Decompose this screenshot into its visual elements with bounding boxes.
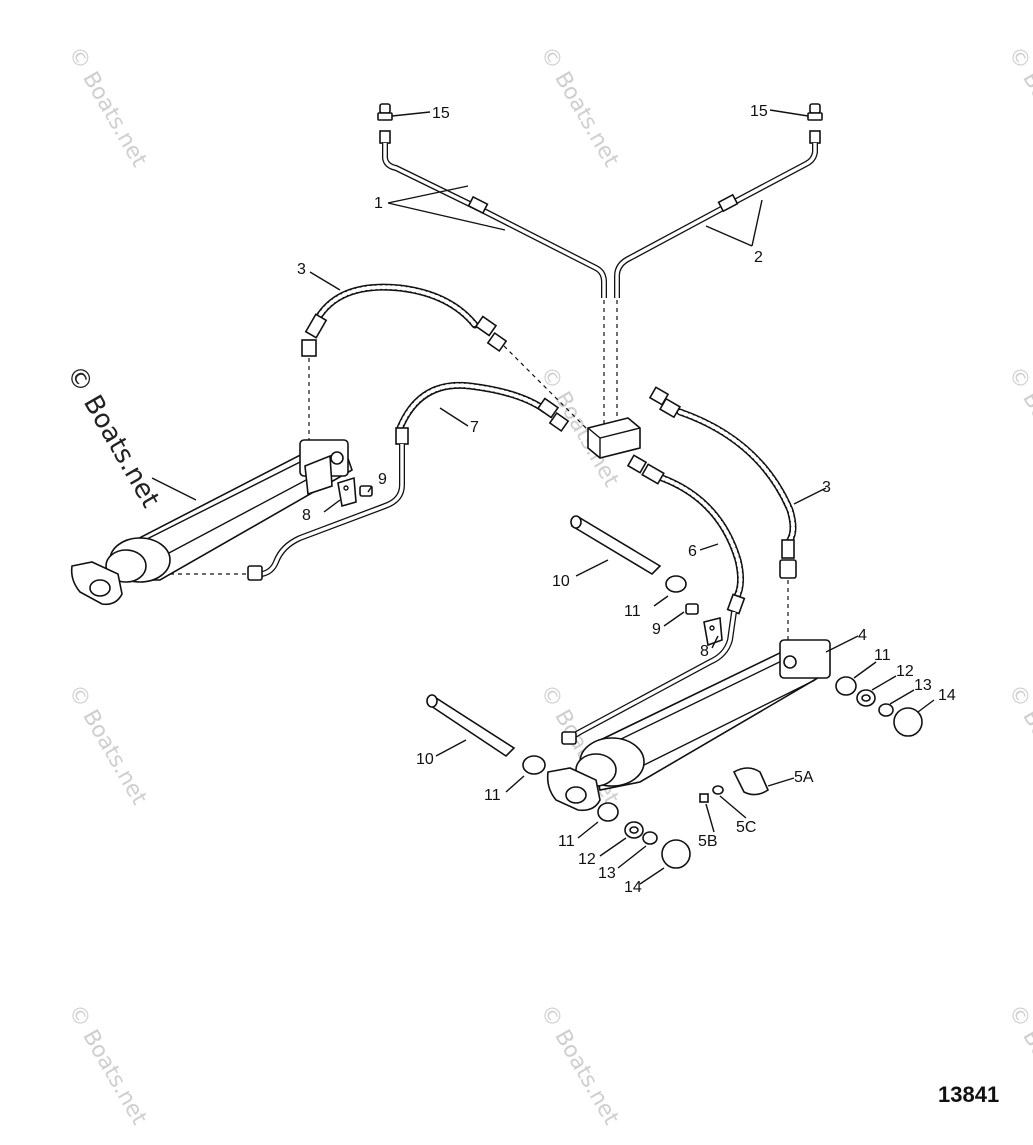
watermark-dark: © Boats.net xyxy=(60,361,165,513)
callout-7: 7 xyxy=(470,419,479,436)
cylinder-left xyxy=(70,439,353,606)
hose-7 xyxy=(247,381,570,581)
callouts: 15 15 1 2 3 7 8 9 3 4 6 10 11 9 8 10 11 … xyxy=(297,103,956,896)
bleed-fitting-right xyxy=(807,103,823,144)
screw-9-right xyxy=(685,603,699,615)
callout-14: 14 xyxy=(624,879,642,896)
callout-5a: 5A xyxy=(794,769,814,786)
cap-14-right xyxy=(893,707,923,737)
rigid-tube-2 xyxy=(614,143,818,298)
watermark: © Boats.net xyxy=(63,681,152,810)
watermark: © Boats.net xyxy=(1003,363,1033,492)
callout-8: 8 xyxy=(302,507,311,524)
watermark: © Boats.net xyxy=(1003,43,1033,172)
callout-12: 12 xyxy=(896,663,914,680)
callout-9: 9 xyxy=(652,621,661,638)
callout-11: 11 xyxy=(558,833,575,850)
watermark: © Boats.net xyxy=(63,1001,152,1130)
callout-10: 10 xyxy=(552,573,570,590)
manifold-block xyxy=(587,417,641,459)
bracket-8-left xyxy=(337,476,357,508)
callout-11: 11 xyxy=(484,787,501,804)
screw-9-left xyxy=(359,485,373,497)
cylinder-right xyxy=(546,639,831,812)
callout-2: 2 xyxy=(754,249,763,266)
leader-lines xyxy=(151,109,935,885)
pin-10-lower xyxy=(426,694,516,758)
clip-13-bottom xyxy=(642,831,658,845)
callout-13: 13 xyxy=(598,865,616,882)
hose-3-left xyxy=(301,283,508,357)
bleed-fitting-left xyxy=(377,103,393,144)
watermark: © Boats.net xyxy=(1003,681,1033,810)
callout-15: 15 xyxy=(750,103,768,120)
pin-10-upper xyxy=(570,515,662,576)
callout-9: 9 xyxy=(378,471,387,488)
clip-13-right xyxy=(878,703,894,717)
callout-1: 1 xyxy=(374,195,383,212)
callout-8: 8 xyxy=(700,643,709,660)
diagram-number: 13841 xyxy=(938,1082,999,1107)
washer-12-right xyxy=(856,689,876,707)
washer-5c xyxy=(712,785,724,795)
callout-3: 3 xyxy=(822,479,831,496)
screw-5b xyxy=(699,793,709,803)
callout-11: 11 xyxy=(624,603,641,620)
callout-5b: 5B xyxy=(698,833,718,850)
hose-6 xyxy=(561,454,746,745)
callout-3: 3 xyxy=(297,261,306,278)
watermark: © Boats.net xyxy=(535,43,624,172)
callout-13: 13 xyxy=(914,677,932,694)
callout-14: 14 xyxy=(938,687,956,704)
hose-3-right xyxy=(648,386,797,579)
bushing-11-right xyxy=(835,676,857,696)
cap-14-bottom xyxy=(661,839,691,869)
bushing-11-upper xyxy=(665,575,687,593)
washer-12-bottom xyxy=(624,821,644,839)
bushing-11-lower xyxy=(522,755,546,775)
clamp-5a xyxy=(732,767,770,796)
watermark: © Boats.net xyxy=(63,43,152,172)
callout-10: 10 xyxy=(416,751,434,768)
callout-6: 6 xyxy=(688,543,697,560)
watermark: © Boats.net xyxy=(535,1001,624,1130)
callout-12: 12 xyxy=(578,851,596,868)
callout-15: 15 xyxy=(432,105,450,122)
rigid-tube-1 xyxy=(382,143,607,298)
callout-11: 11 xyxy=(874,647,891,664)
watermark: © Boats.net xyxy=(1003,1001,1033,1130)
watermarks: © Boats.net © Boats.net © Boats.net © Bo… xyxy=(60,43,1033,1130)
bracket-8-right xyxy=(703,616,723,647)
bushing-11-bottom xyxy=(597,802,619,822)
callout-4: 4 xyxy=(858,627,867,644)
callout-5c: 5C xyxy=(736,819,756,836)
